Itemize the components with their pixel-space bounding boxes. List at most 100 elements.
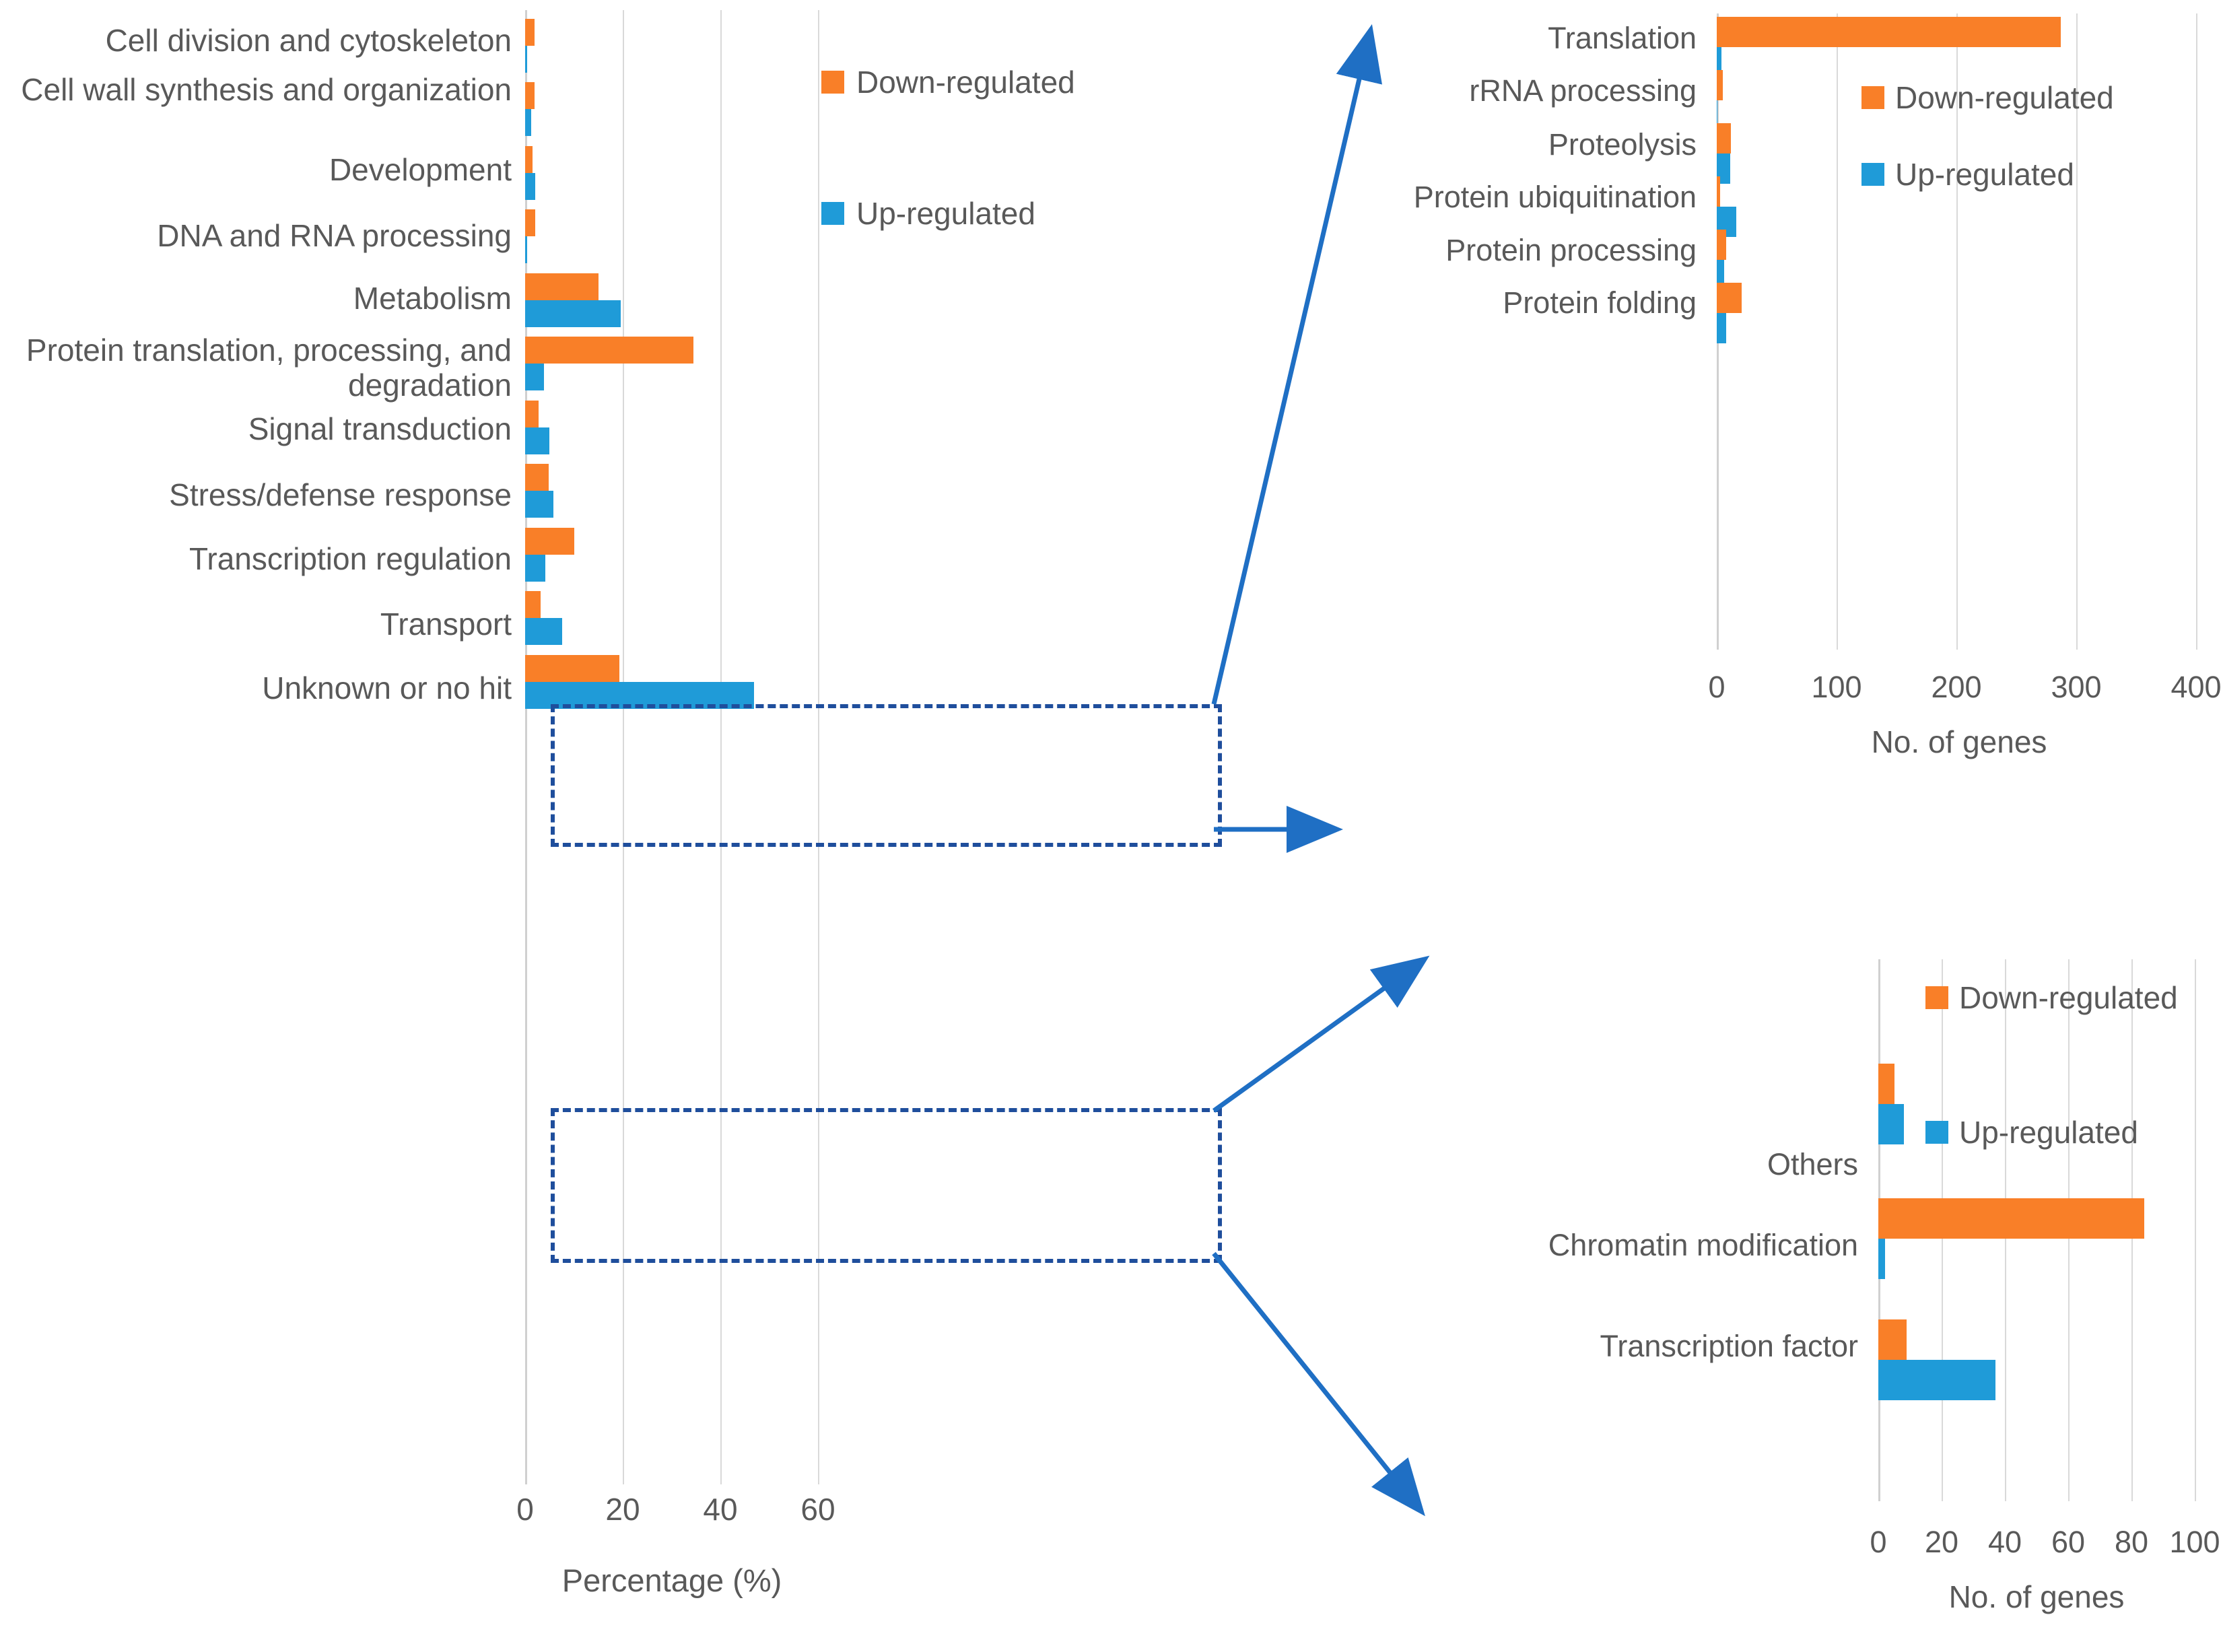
protein-inset-category-label: Protein folding [1503,285,1697,320]
legend-swatch-up-icon [1925,1121,1948,1144]
transcription-inset-bar-up [1878,1104,1904,1144]
protein-inset-bar-down [1717,283,1742,313]
legend-swatch-up-icon [821,202,844,225]
transcription-inset-bar-up [1878,1239,1885,1279]
transcription-inset-bar-chart: Others Chromatin modification Transcript… [1320,942,2221,1652]
main-bar-up [525,427,549,454]
legend-swatch-up-icon [1861,163,1884,186]
protein-inset-category-label: rRNA processing [1469,73,1697,108]
main-gridline-60 [818,10,819,1484]
protein-inset-category-label: Protein processing [1445,233,1697,267]
main-bar-down [525,655,619,682]
transcription-inset-xtick: 100 [2169,1525,2220,1559]
main-category-label: Metabolism [353,281,512,316]
main-category-label: DNA and RNA processing [157,218,512,253]
protein-inset-bar-up [1717,47,1721,77]
transcription-inset-xtick: 40 [1987,1525,2022,1559]
main-xtick: 60 [800,1492,835,1527]
main-category-label: Transport [380,607,512,642]
transcription-inset-legend-down-label: Down-regulated [1959,980,2178,1015]
main-category-label: Unknown or no hit [262,670,512,705]
main-bar-down [525,19,535,46]
protein-inset-bar-up [1717,260,1724,290]
transcription-inset-xaxis-title: No. of genes [1948,1579,2125,1614]
main-bar-up [525,109,531,136]
main-bar-up [525,46,527,73]
transcription-inset-category-label: Transcription factor [1600,1329,1858,1363]
main-bar-down [525,528,574,555]
main-bar-down [525,464,549,491]
main-bar-down [525,337,693,364]
main-bar-chart: Cell division and cytoskeleton Cell wall… [21,10,1075,1598]
transcription-inset-gridline-100 [2195,959,2196,1501]
main-legend-up-label: Up-regulated [856,196,1035,231]
main-bar-up [525,364,544,390]
protein-inset-gridline-200 [1956,13,1958,650]
protein-inset-bar-down [1717,176,1720,207]
protein-inset-xtick: 200 [1931,670,1982,704]
main-category-label: Transcription regulation [189,541,512,576]
protein-inset-bar-up [1717,313,1726,343]
transcription-inset-xtick: 0 [1870,1525,1887,1559]
main-legend-down-label: Down-regulated [856,65,1075,100]
protein-inset-legend-down-label: Down-regulated [1895,80,2114,115]
legend-swatch-down-icon [821,71,844,94]
main-bar-down [525,82,535,109]
main-bar-up [525,236,527,263]
protein-inset-bar-down [1717,230,1726,260]
legend-swatch-down-icon [1925,986,1948,1009]
transcription-inset-bar-down [1878,1064,1894,1104]
main-category-label: Cell wall synthesis and organization [21,72,512,107]
protein-inset-category-label: Protein ubiquitination [1413,180,1697,214]
transcription-inset-category-label: Others [1767,1147,1858,1181]
main-legend-down: Down-regulated [821,64,1075,100]
protein-inset-bar-chart: Translation rRNA processing Proteolysis … [1320,0,2221,781]
transcription-inset-xtick: 60 [2051,1525,2086,1559]
protein-inset-xtick: 400 [2171,670,2221,704]
main-bar-up [525,555,545,582]
main-axis-zero-line [525,10,527,1484]
transcription-inset-legend-up: Up-regulated [1925,1114,2138,1150]
transcription-inset-bar-down [1878,1319,1907,1360]
transcription-inset-legend-up-label: Up-regulated [1959,1115,2138,1150]
main-category-label: Signal transduction [248,411,512,446]
main-plot-area [525,10,819,1484]
main-xtick: 40 [703,1492,738,1527]
main-bar-up [525,300,621,327]
transcription-inset-xtick: 80 [2114,1525,2149,1559]
protein-inset-bar-down [1717,70,1723,100]
main-category-label: Protein translation, processing, and deg… [26,333,512,403]
main-bar-down [525,591,541,618]
main-xaxis-title: Percentage (%) [561,1562,782,1598]
main-category-label: Cell division and cytoskeleton [105,23,512,58]
main-bar-down [525,401,539,427]
protein-inset-gridline-400 [2196,13,2197,650]
protein-inset-legend-up: Up-regulated [1861,156,2074,193]
protein-inset-category-label: Translation [1548,21,1697,55]
main-bar-up [525,173,535,200]
main-gridline-40 [720,10,722,1484]
main-bar-down [525,146,533,173]
protein-inset-bar-down [1717,17,2061,47]
protein-inset-category-label: Proteolysis [1548,127,1697,162]
main-bar-down [525,273,599,300]
main-bar-up [525,618,562,645]
protein-inset-xtick: 0 [1708,670,1725,704]
main-category-label: Stress/defense response [169,477,512,512]
main-category-label: Development [329,152,512,187]
protein-inset-bar-down [1717,123,1731,153]
transcription-inset-bar-up [1878,1360,1995,1400]
transcription-inset-category-label: Chromatin modification [1548,1228,1858,1262]
transcription-inset-xtick: 20 [1924,1525,1959,1559]
main-bar-down [525,209,535,236]
protein-inset-gridline-100 [1837,13,1838,650]
main-xtick: 20 [605,1492,640,1527]
legend-swatch-down-icon [1861,86,1884,109]
protein-inset-xtick: 100 [1811,670,1862,704]
protein-inset-gridline-300 [2076,13,2078,650]
main-bar-up [525,682,754,709]
transcription-inset-bar-down [1878,1198,2144,1239]
main-bar-up [525,491,553,518]
protein-inset-xaxis-title: No. of genes [1871,724,2047,759]
protein-inset-bar-up [1717,153,1730,184]
